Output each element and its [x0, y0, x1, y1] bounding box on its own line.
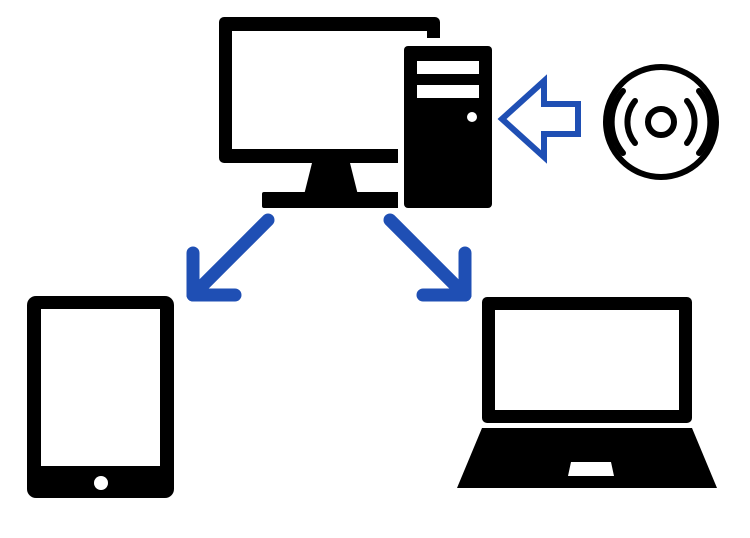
disc-icon [603, 64, 719, 180]
computer-tower [398, 38, 498, 218]
laptop-icon [457, 297, 717, 488]
input-arrow [497, 74, 581, 164]
tablet-icon [27, 296, 174, 498]
arrow-to-tablet [186, 213, 275, 302]
desktop-computer-icon [219, 17, 498, 218]
monitor-stand [262, 163, 408, 208]
arrow-to-laptop [383, 213, 472, 302]
monitor [219, 17, 440, 163]
